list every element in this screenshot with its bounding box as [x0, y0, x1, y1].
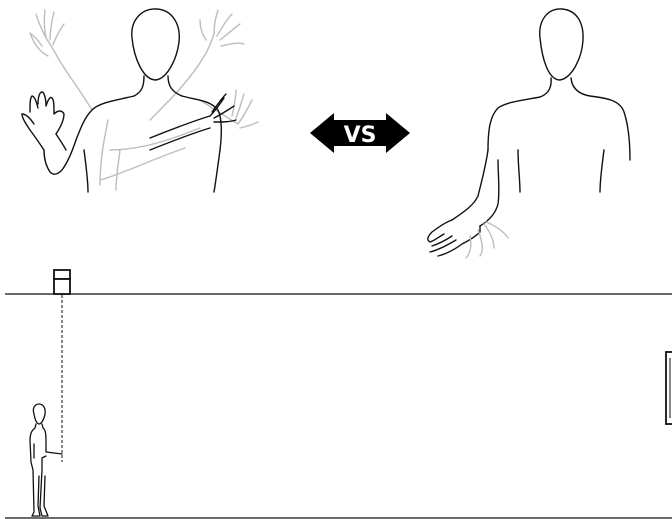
ceiling-sensor-icon: [54, 270, 70, 294]
ghost-arm-icon: [30, 10, 258, 190]
ghost-hand-icon: [466, 222, 508, 258]
vs-label: VS: [344, 123, 377, 148]
person-gesturing-low-icon: [428, 9, 630, 258]
wall-display-icon: [666, 352, 672, 424]
person-gesturing-icon: [22, 9, 258, 192]
vs-arrow-icon: VS: [310, 113, 410, 153]
person-standing-icon: [30, 404, 62, 516]
